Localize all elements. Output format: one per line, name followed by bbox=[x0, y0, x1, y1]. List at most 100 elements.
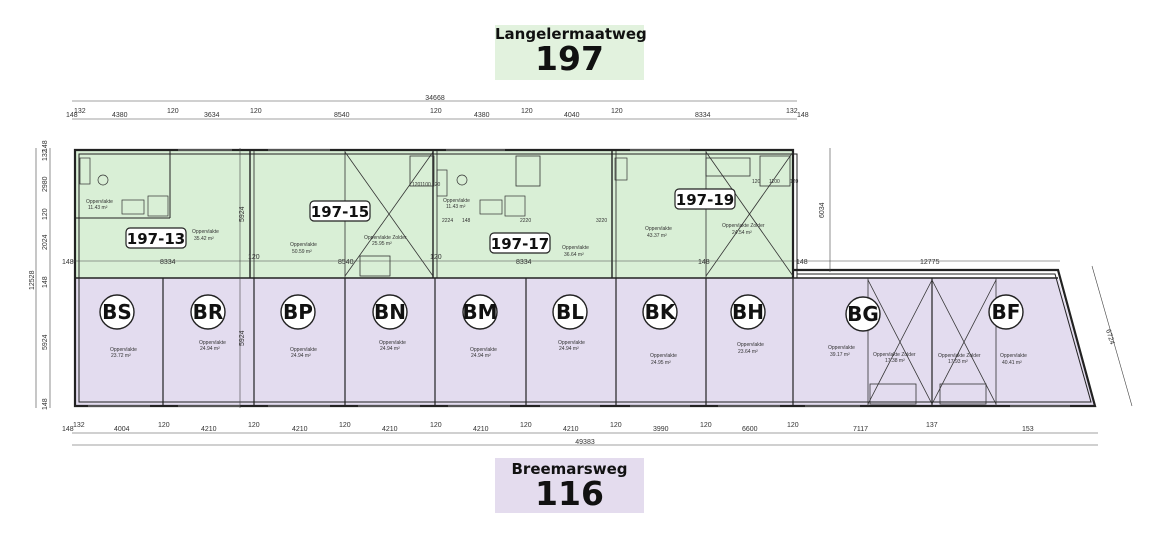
dim-misc-3: 120 bbox=[412, 182, 421, 188]
unit-id: 197-19 bbox=[676, 191, 734, 209]
dim-bottom-row: 148 132 4004 120 4210 120 4210 120 4210 … bbox=[62, 422, 1034, 433]
dim-top-14: 148 bbox=[797, 112, 809, 119]
top-street-number: 197 bbox=[535, 39, 604, 78]
dim-top-11: 120 bbox=[611, 108, 623, 115]
dim-inner-lower: 5924 bbox=[239, 330, 246, 346]
area-value: 24.94 m² bbox=[380, 346, 400, 352]
unit-id: 197-13 bbox=[127, 230, 185, 248]
unit-id: BP bbox=[283, 300, 313, 324]
dim-top-2: 4380 bbox=[112, 112, 128, 119]
dim-misc-4: 1100 bbox=[420, 182, 431, 188]
area-label: Oppervlakte bbox=[290, 347, 317, 353]
dim-bot-18: 7117 bbox=[853, 426, 868, 433]
attic-label: Oppervlakte Zolder bbox=[364, 235, 407, 241]
attic-label: Oppervlakte Zolder bbox=[873, 352, 916, 358]
dim-left: 12528 148 132 2980 120 2024 148 5924 148… bbox=[29, 140, 1115, 410]
dim-bottom-total: 49383 bbox=[575, 439, 595, 446]
dim-mid-2: 120 bbox=[248, 254, 260, 261]
lower-unit-bm: BM Oppervlakte 24.94 m² bbox=[462, 294, 498, 359]
furniture bbox=[79, 157, 628, 217]
dim-bot-13: 120 bbox=[610, 422, 622, 429]
dim-bot-9: 120 bbox=[430, 422, 442, 429]
dim-top-0: 148 bbox=[66, 112, 78, 119]
dim-misc-1: 1100 bbox=[769, 179, 780, 185]
attic-label: Oppervlakte Zolder bbox=[722, 223, 765, 229]
area-value: 24.94 m² bbox=[291, 353, 311, 359]
area-label: Oppervlakte bbox=[290, 242, 317, 248]
dim-mid-148b: 148 bbox=[796, 259, 808, 266]
area-value: 11.43 m² bbox=[446, 204, 466, 210]
area-label: Oppervlakte bbox=[443, 198, 470, 204]
dim-inner-upper: 5924 bbox=[239, 206, 246, 222]
dim-bot-6: 4210 bbox=[292, 426, 308, 433]
area-value: 23.64 m² bbox=[738, 349, 758, 355]
lower-zone bbox=[75, 278, 793, 406]
area-value: 35.42 m² bbox=[194, 236, 214, 242]
dim-bot-17: 120 bbox=[787, 422, 799, 429]
dim-right-upper: 6034 bbox=[819, 202, 826, 218]
dim-bot-8: 4210 bbox=[382, 426, 398, 433]
area-value: 23.72 m² bbox=[111, 353, 131, 359]
top-street-label: Langelermaatweg 197 bbox=[495, 25, 647, 80]
dim-misc-8: 2220 bbox=[520, 218, 531, 224]
dim-mid-6: 148 bbox=[698, 259, 710, 266]
dim-bot-1: 132 bbox=[73, 422, 85, 429]
dim-bot-12: 4210 bbox=[563, 426, 579, 433]
lower-zone-right bbox=[793, 278, 1095, 406]
dim-mid-right: 12775 bbox=[920, 259, 940, 266]
area-value: 17.38 m² bbox=[885, 358, 905, 364]
dim-bot-11: 120 bbox=[520, 422, 532, 429]
dim-top-8: 4380 bbox=[474, 112, 490, 119]
dim-bot-0: 148 bbox=[62, 426, 74, 433]
dim-slant: 6724 bbox=[1104, 329, 1115, 346]
area-value: 24.95 m² bbox=[651, 360, 671, 366]
area-label: Oppervlakte bbox=[110, 347, 137, 353]
area-label: Oppervlakte bbox=[645, 226, 672, 232]
area-value: 40.41 m² bbox=[1002, 360, 1022, 366]
attic-label: Oppervlakte Zolder bbox=[938, 353, 981, 359]
dim-left-1: 132 bbox=[42, 149, 49, 161]
dim-top-12: 8334 bbox=[695, 112, 711, 119]
unit-id: BF bbox=[992, 300, 1021, 324]
area-label: Oppervlakte bbox=[737, 342, 764, 348]
lower-unit-br: BR Oppervlakte 24.94 m² bbox=[190, 294, 226, 352]
lower-unit-bl: BL Oppervlakte 24.94 m² bbox=[552, 294, 588, 352]
unit-id: 197-15 bbox=[311, 203, 369, 221]
unit-id: BH bbox=[732, 300, 764, 324]
dim-top-row: 148 132 4380 120 3634 120 8540 120 4380 … bbox=[66, 108, 809, 119]
area-label: Oppervlakte bbox=[470, 347, 497, 353]
dim-top-13: 132 bbox=[786, 108, 798, 115]
dim-misc-6: 2224 bbox=[442, 218, 453, 224]
dim-misc: 120 1100 120 120 1100 120 2224 148 2220 … bbox=[412, 179, 799, 224]
dim-mid-4: 120 bbox=[430, 254, 442, 261]
dim-top-total: 34668 bbox=[425, 95, 445, 102]
dim-top-3: 120 bbox=[167, 108, 179, 115]
dim-left-8: 148 bbox=[42, 398, 49, 410]
dim-left-total: 12528 bbox=[29, 270, 36, 290]
area-label: Oppervlakte bbox=[1000, 353, 1027, 359]
lower-unit-bp: BP Oppervlakte 24.94 m² bbox=[280, 294, 317, 359]
dim-mid-3: 8540 bbox=[338, 259, 354, 266]
area-value: 39.17 m² bbox=[830, 352, 850, 358]
area-value: 17.93 m² bbox=[948, 359, 968, 365]
area-value: 24.94 m² bbox=[471, 353, 491, 359]
dim-mid-5: 8334 bbox=[516, 259, 532, 266]
dim-left-5: 148 bbox=[42, 276, 49, 288]
dim-bot-5: 120 bbox=[248, 422, 260, 429]
area-value: 11.43 m² bbox=[88, 205, 108, 211]
dim-top-1: 132 bbox=[74, 108, 86, 115]
dim-bot-19: 137 bbox=[926, 422, 938, 429]
area-label: Oppervlakte bbox=[650, 353, 677, 359]
dim-left-0: 148 bbox=[42, 140, 49, 152]
outer-walls bbox=[73, 148, 1097, 408]
area-value: 50.59 m² bbox=[292, 249, 312, 255]
area-value: 36.64 m² bbox=[564, 252, 584, 258]
dim-bot-15: 120 bbox=[700, 422, 712, 429]
dim-left-3: 120 bbox=[42, 208, 49, 220]
windows bbox=[88, 149, 1070, 407]
area-label: Oppervlakte bbox=[828, 345, 855, 351]
upper-attic-markings bbox=[344, 150, 794, 278]
lower-partitions bbox=[162, 278, 933, 406]
dim-bot-2: 4004 bbox=[114, 426, 130, 433]
